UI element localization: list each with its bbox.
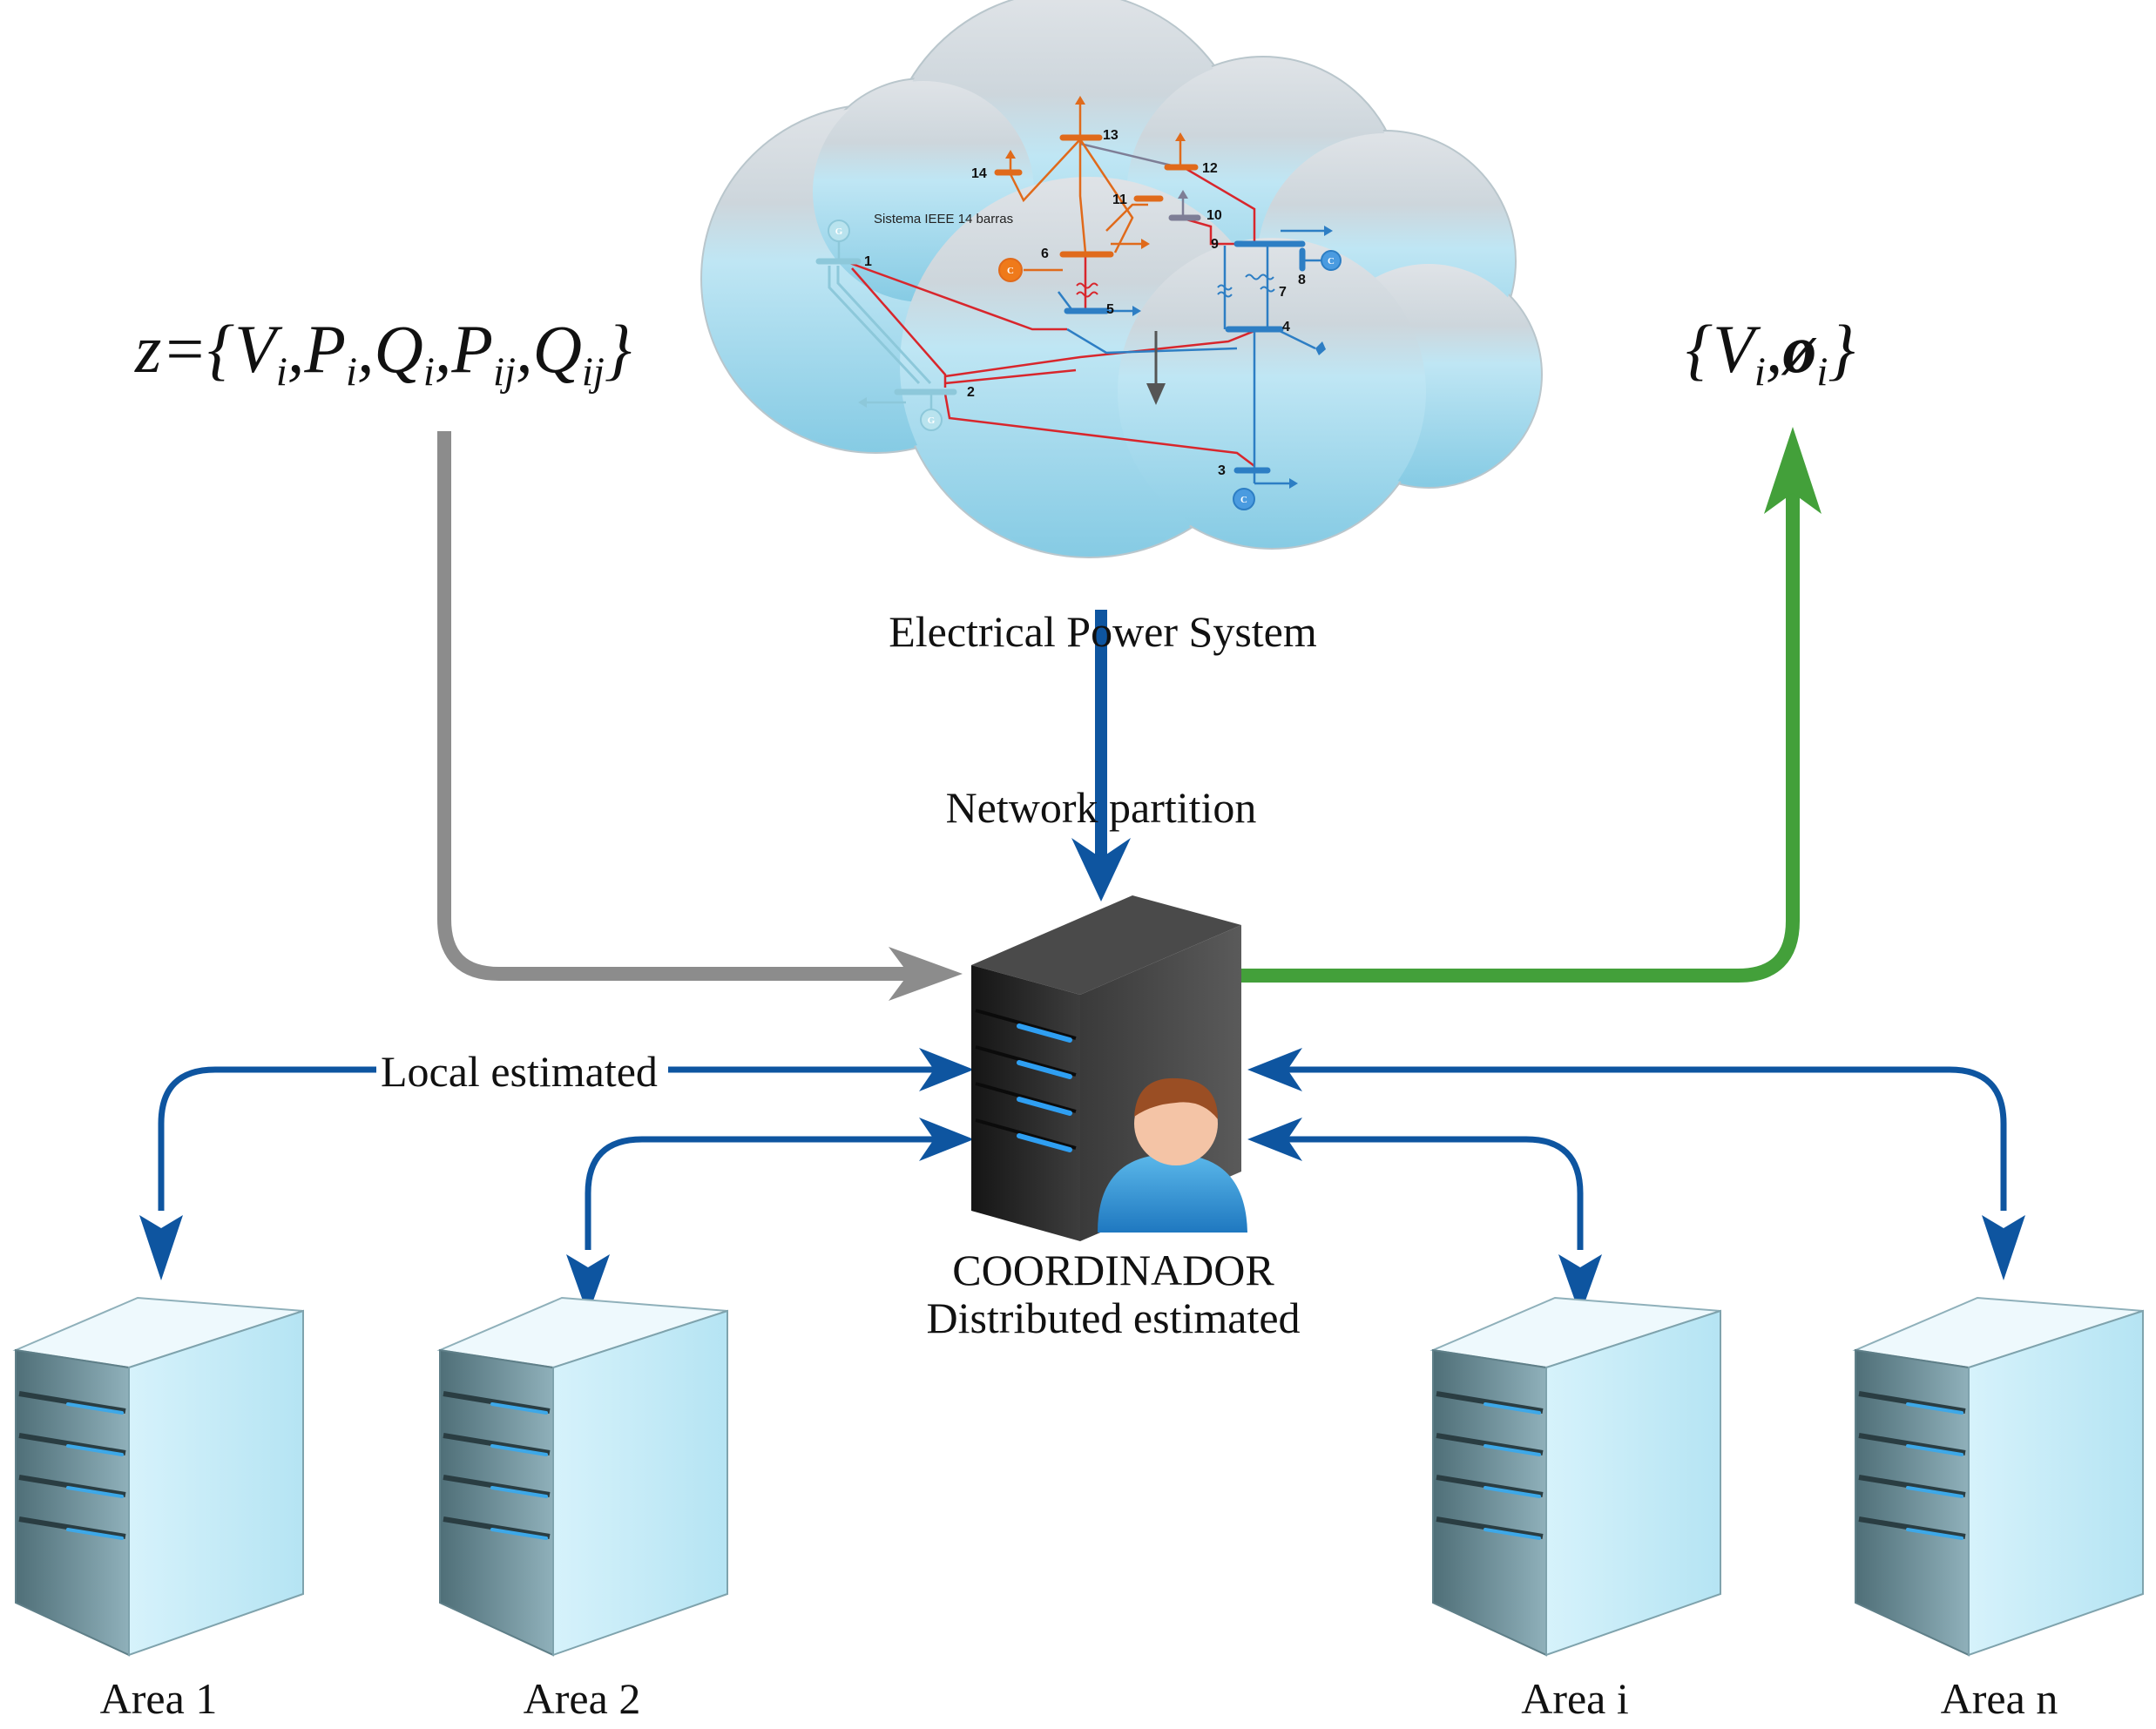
area-1-label: Area 1 xyxy=(99,1674,218,1723)
area-n-server xyxy=(1852,1296,2144,1657)
electrical-power-system-cloud xyxy=(700,0,1543,558)
network-partition-label: Network partition xyxy=(945,783,1257,832)
bus-label-10: 10 xyxy=(1206,208,1222,223)
measurement-set-formula: z={Vi,Pi,Qi,Pij,Qij} xyxy=(135,311,632,395)
generator-2-symbol: G xyxy=(928,415,936,426)
area-i-server xyxy=(1429,1296,1721,1657)
bus-label-11: 11 xyxy=(1112,192,1127,207)
local-estimated-label: Local estimated xyxy=(381,1047,658,1096)
distributed-estimated-label: Distributed estimated xyxy=(926,1293,1301,1342)
user-icon xyxy=(1098,1077,1247,1233)
bus-label-13: 13 xyxy=(1103,128,1119,143)
exchange-arrows xyxy=(158,1066,2007,1250)
area-n-link xyxy=(1263,1066,2007,1211)
result-arrow xyxy=(1241,427,1821,983)
area-i-link xyxy=(1263,1136,1584,1250)
exchange-arrowheads xyxy=(139,1048,2025,1315)
bus-label-1: 1 xyxy=(864,254,872,269)
area-2-server xyxy=(436,1296,728,1657)
area-i-label: Area i xyxy=(1521,1674,1629,1723)
condenser-3-symbol: C xyxy=(1240,495,1247,505)
area-servers xyxy=(12,1296,2144,1657)
network-partition-arrow xyxy=(1071,610,1131,902)
bus-label-8: 8 xyxy=(1298,273,1306,287)
bus-label-7: 7 xyxy=(1279,285,1287,300)
area-1-link xyxy=(158,1066,958,1211)
network-title: Sistema IEEE 14 barras xyxy=(874,212,1013,226)
bus-label-5: 5 xyxy=(1106,302,1114,317)
bus-label-9: 9 xyxy=(1211,237,1219,252)
local-estimated-label-bg xyxy=(376,1045,668,1094)
bus-label-12: 12 xyxy=(1202,161,1218,176)
area-2-link xyxy=(585,1136,958,1250)
condenser-6-symbol: C xyxy=(1007,266,1014,276)
condenser-8-symbol: C xyxy=(1328,256,1335,267)
bus-label-4: 4 xyxy=(1282,320,1290,334)
area-1-server xyxy=(12,1296,304,1657)
bus-label-3: 3 xyxy=(1218,463,1226,478)
coordinator-label: COORDINADOR xyxy=(952,1246,1274,1294)
electrical-power-system-label: Electrical Power System xyxy=(889,607,1317,656)
ieee-14-bus-network: Sistema IEEE 14 barras xyxy=(815,96,1342,510)
measurement-arrow xyxy=(437,431,963,1001)
state-vector-formula: {Vi,øi} xyxy=(1686,311,1855,395)
bus-label-14: 14 xyxy=(971,166,987,181)
area-2-label: Area 2 xyxy=(523,1674,641,1723)
bus-label-2: 2 xyxy=(967,385,975,400)
bus-label-6: 6 xyxy=(1041,247,1049,261)
generator-1-symbol: G xyxy=(835,226,843,237)
area-n-label: Area n xyxy=(1940,1674,2058,1723)
